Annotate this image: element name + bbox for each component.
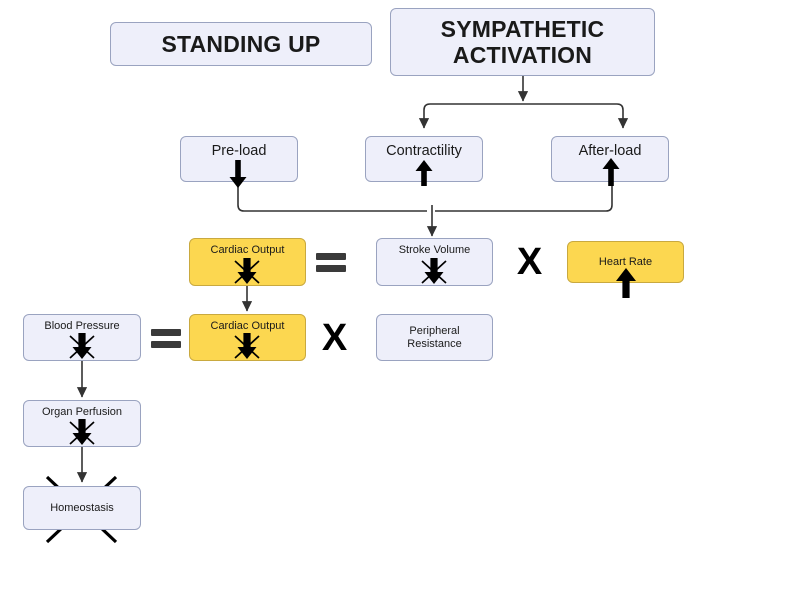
node-after-load-label: After-load <box>578 143 642 159</box>
operator-equals-row2 <box>150 322 182 354</box>
node-standing-up-label: STANDING UP <box>161 30 321 57</box>
node-stroke-volume-label: Stroke Volume <box>398 244 471 256</box>
node-peripheral-resistance-label: Peripheral Resistance <box>407 324 462 350</box>
node-cardiac-output-row1-label: Cardiac Output <box>210 244 285 256</box>
node-cardiac-output-row2[interactable]: Cardiac Output <box>189 314 306 361</box>
node-homeostasis[interactable]: Homeostasis <box>23 486 141 530</box>
node-peripheral-resistance[interactable]: Peripheral Resistance <box>376 314 493 361</box>
node-heart-rate[interactable]: Heart Rate <box>567 241 684 283</box>
node-pre-load[interactable]: Pre-load <box>180 136 298 182</box>
node-homeostasis-label: Homeostasis <box>50 501 114 514</box>
node-cardiac-output-row2-label: Cardiac Output <box>210 320 285 332</box>
node-blood-pressure-label: Blood Pressure <box>44 320 120 332</box>
node-after-load[interactable]: After-load <box>551 136 669 182</box>
node-organ-perfusion-label: Organ Perfusion <box>41 406 123 418</box>
node-sympathetic-activation[interactable]: SYMPATHETIC ACTIVATION <box>390 8 655 76</box>
node-pre-load-label: Pre-load <box>211 143 267 159</box>
equals-bar-bottom <box>316 264 346 272</box>
operator-equals-row1 <box>315 246 347 278</box>
operator-times-row1: X <box>516 241 542 283</box>
node-cardiac-output-row1[interactable]: Cardiac Output <box>189 238 306 286</box>
equals-bar-bottom <box>151 340 181 348</box>
node-blood-pressure[interactable]: Blood Pressure <box>23 314 141 361</box>
equals-bar-top <box>316 252 346 260</box>
node-stroke-volume[interactable]: Stroke Volume <box>376 238 493 286</box>
node-standing-up[interactable]: STANDING UP <box>110 22 372 66</box>
node-sympathetic-activation-label: SYMPATHETIC ACTIVATION <box>440 15 605 68</box>
node-contractility-label: Contractility <box>386 143 462 159</box>
operator-times-row2: X <box>321 317 347 359</box>
node-organ-perfusion[interactable]: Organ Perfusion <box>23 400 141 447</box>
equals-bar-top <box>151 328 181 336</box>
node-contractility[interactable]: Contractility <box>365 136 483 182</box>
node-heart-rate-label: Heart Rate <box>598 255 653 268</box>
